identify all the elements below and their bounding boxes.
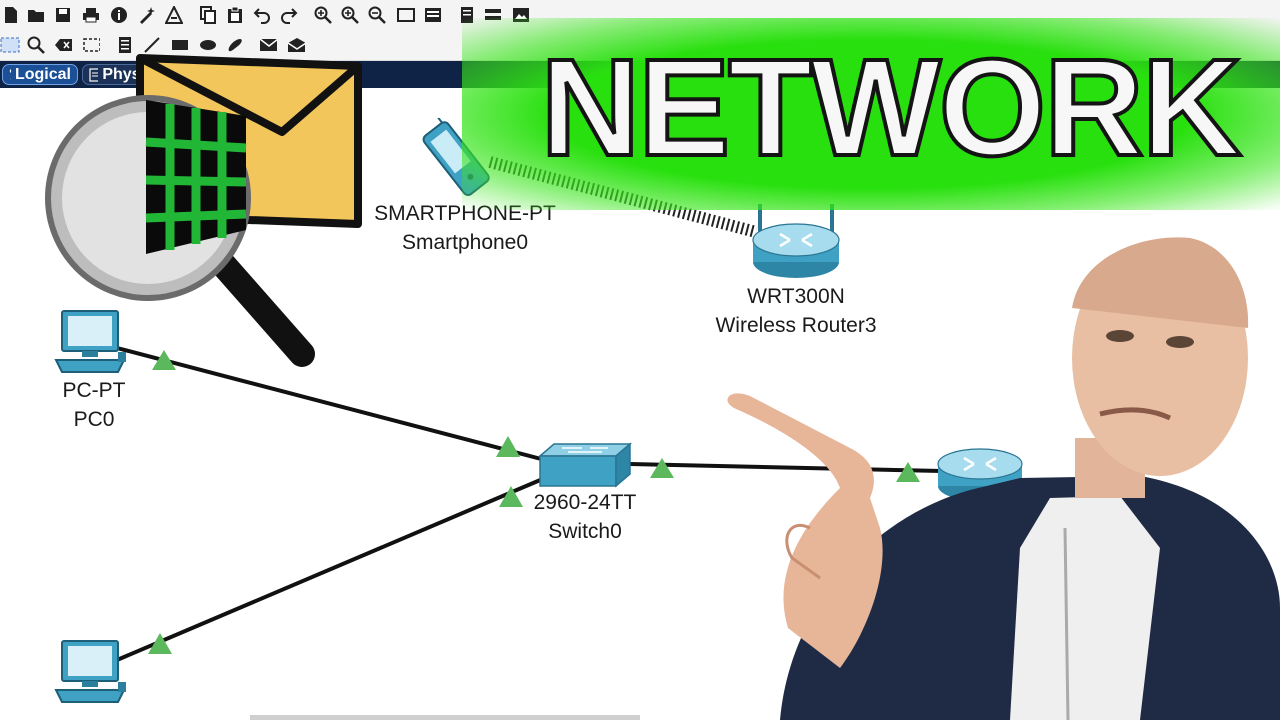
info-icon[interactable] [110, 6, 128, 24]
rectangle-icon[interactable] [171, 36, 189, 54]
link-up-indicator-pc0 [152, 350, 176, 370]
pc0-device-icon[interactable] [52, 308, 132, 376]
title-banner-text: NETWORK [539, 29, 1244, 187]
copy-icon[interactable] [199, 6, 217, 24]
freeform-icon[interactable] [226, 36, 244, 54]
wireless-router-model: WRT300N [747, 285, 845, 308]
tab-physical-label: Physi [102, 65, 145, 83]
pc0-name: PC0 [73, 408, 115, 431]
delete-icon[interactable] [54, 36, 72, 54]
tab-logical-label: Logical [14, 65, 71, 83]
pc0-label: PC-PT PC0 [34, 376, 154, 434]
new-file-icon[interactable] [2, 6, 20, 24]
network-info-icon[interactable] [165, 6, 183, 24]
tab-logical[interactable]: Logical [2, 64, 78, 85]
pc0-model: PC-PT [62, 379, 126, 402]
horizontal-scrollbar[interactable] [250, 715, 640, 720]
physical-icon [89, 67, 99, 82]
cable-pc1-switch[interactable] [116, 476, 546, 662]
open-folder-icon[interactable] [27, 6, 45, 24]
simple-pdu-icon[interactable] [259, 36, 277, 54]
smartphone-name: Smartphone0 [401, 231, 529, 254]
switch0-model: 2960-24TT [533, 491, 637, 514]
cable-switch-router[interactable] [627, 462, 943, 473]
paste-icon[interactable] [226, 6, 244, 24]
link-up-indicator-pc1 [148, 633, 172, 654]
wireless-router-device-icon[interactable] [750, 200, 842, 282]
tab-physical[interactable]: Physi [82, 64, 152, 85]
link-up-indicator-switch-b [499, 486, 523, 507]
redo-icon[interactable] [280, 6, 298, 24]
link-up-indicator-router [896, 462, 920, 482]
custom-device-icon[interactable] [424, 6, 442, 24]
title-banner-glow [462, 18, 1280, 210]
inspect-icon[interactable] [27, 36, 45, 54]
zoom-in-icon[interactable] [314, 6, 332, 24]
print-icon[interactable] [82, 6, 100, 24]
save-icon[interactable] [54, 6, 72, 24]
drawing-palette-icon[interactable] [397, 6, 415, 24]
switch0-label: 2960-24TT Switch0 [515, 488, 655, 546]
wireless-router-label: WRT300N Wireless Router3 [690, 282, 902, 340]
complex-pdu-icon[interactable] [287, 36, 305, 54]
switch0-device-icon[interactable] [538, 442, 632, 488]
ellipse-icon[interactable] [199, 36, 217, 54]
logical-icon [9, 68, 11, 80]
switch0-name: Switch0 [548, 520, 622, 543]
select-icon[interactable] [0, 36, 20, 54]
cable-pc0-switch[interactable] [116, 346, 546, 462]
wireless-router-name: Wireless Router3 [715, 314, 877, 337]
wizard-icon[interactable] [138, 6, 156, 24]
link-up-indicator-switch-c [650, 458, 674, 478]
pc1-device-icon[interactable] [52, 638, 132, 706]
presenter-photo [727, 237, 1280, 720]
packet-inspect-graphic [45, 54, 362, 367]
link-up-indicator-switch-a [496, 436, 520, 457]
zoom-reset-icon[interactable] [341, 6, 359, 24]
zoom-out-icon[interactable] [368, 6, 386, 24]
magnifier-icon [145, 100, 247, 254]
resize-icon[interactable] [82, 36, 100, 54]
line-icon[interactable] [143, 36, 161, 54]
undo-icon[interactable] [253, 6, 271, 24]
note-icon[interactable] [116, 36, 134, 54]
